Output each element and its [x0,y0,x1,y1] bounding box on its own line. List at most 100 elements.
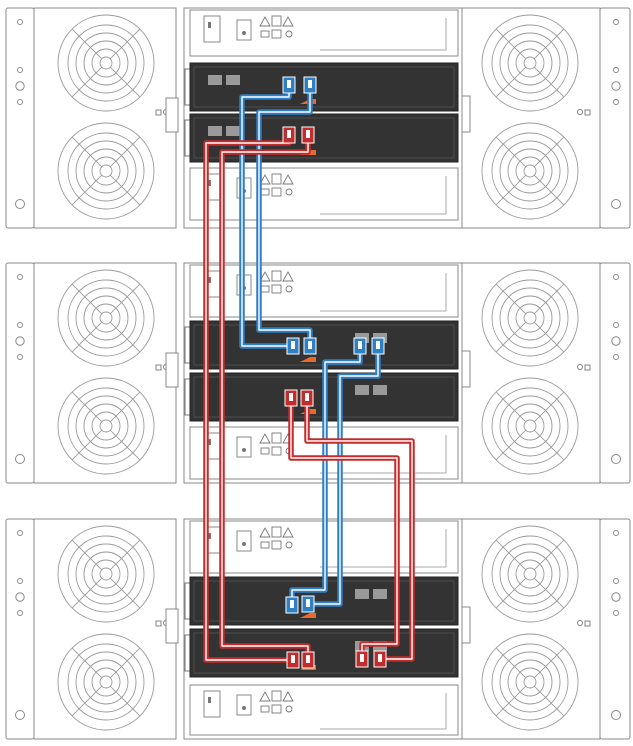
status-led-icon [226,126,240,136]
blue-sas-connector-icon [301,595,315,613]
label-icon [271,15,282,27]
io-module-a [184,320,459,370]
io-module-b [184,113,459,163]
ear-screw-icon [17,530,23,536]
fan-icon [481,122,579,220]
blue-cable-shelf2-to-shelf3-a [289,346,363,605]
io-module-b [184,628,459,678]
ear-hole-icon [611,592,621,602]
power-supply-bottom [189,167,459,221]
io-module-b [184,372,459,422]
red-cable-shelf2-to-shelf3-a [288,398,400,659]
left-mounting-ear [5,7,35,229]
warning-icon [259,271,271,282]
right-mounting-ear [599,7,631,229]
red-sas-connector-icon [300,389,314,407]
ear-screw-icon [17,354,23,360]
red-sas-connector-icon [282,126,296,144]
fan-icon [57,269,155,367]
fan-handle [165,97,179,133]
warning-icon [259,433,271,444]
blue-sas-connector-icon [285,596,299,614]
right-fan-bay [461,518,601,740]
disk-shelf-2 [5,262,631,484]
disk-shelf-3 [5,518,631,740]
ear-screw-icon [17,274,23,280]
blue-sas-connector-icon [282,76,296,94]
right-fan-bay [461,262,601,484]
ear-screw-icon [613,530,619,536]
warning-icon [282,691,294,702]
ear-hole-icon [15,81,25,91]
status-led-icon [208,75,222,85]
ear-screw-icon [613,274,619,280]
blue-sas-connector-icon [303,76,317,94]
pull-tab-icon [300,613,316,618]
io-module-a [184,62,459,112]
ear-hole-icon [15,710,25,720]
fan-icon [481,377,579,475]
blue-sas-connector-icon [286,337,300,355]
warning-icon [259,691,271,702]
fan-icon [57,122,155,220]
power-supply-top [189,264,459,318]
ear-screw-icon [613,322,619,328]
left-fan-bay [33,7,177,229]
fan-icon [481,14,579,112]
power-inlet-icon [203,15,221,43]
io-module-a [184,576,459,626]
power-supply-bottom [189,684,459,736]
blue-sas-connector-icon [303,337,317,355]
label-icon [271,270,282,282]
red-cable-shelf1-to-shelf3-b [219,135,311,660]
warning-icon [259,174,271,185]
blue-sas-connector-icon [353,337,367,355]
ear-hole-icon [611,336,621,346]
left-fan-bay [33,518,177,740]
right-mounting-ear [599,518,631,740]
warning-icon [282,16,294,27]
blue-cable-shelf1-to-shelf2-b [256,85,313,346]
fan-icon [481,525,579,623]
left-mounting-ear [5,518,35,740]
red-sas-connector-icon [284,389,298,407]
power-switch-icon [236,530,252,552]
red-cable-shelf2-to-shelf3-b [304,398,415,662]
status-led-icon [355,385,369,395]
ear-hole-icon [611,710,621,720]
power-supply-top [189,9,459,57]
right-mounting-ear [599,262,631,484]
status-led-icon [355,589,369,599]
red-sas-connector-icon [373,650,387,668]
disk-shelf-1 [5,7,631,229]
red-sas-connector-icon [355,650,369,668]
ear-hole-icon [611,199,621,209]
fan-handle [165,608,179,644]
pull-tab-icon [300,357,316,362]
label-icon [271,173,282,185]
status-led-icon [373,385,387,395]
fan-handle [165,352,179,388]
power-inlet-icon [203,690,221,718]
label-icon [271,432,282,444]
ear-screw-icon [613,610,619,616]
warning-icon [282,271,294,282]
ear-screw-icon [17,610,23,616]
label-icon [271,526,282,538]
ear-hole-icon [611,454,621,464]
cables-layer [203,76,415,669]
label-icon [271,690,282,702]
ear-hole-icon [15,592,25,602]
fan-icon [57,525,155,623]
blue-cable-shelf2-to-shelf3-b [308,346,381,607]
ear-hole-icon [15,454,25,464]
warning-icon [259,527,271,538]
fan-icon [57,377,155,475]
ear-hole-icon [611,81,621,91]
ear-screw-icon [17,99,23,105]
red-sas-connector-icon [301,126,315,144]
ear-screw-icon [17,322,23,328]
power-switch-icon [236,436,252,458]
status-led-icon [373,589,387,599]
